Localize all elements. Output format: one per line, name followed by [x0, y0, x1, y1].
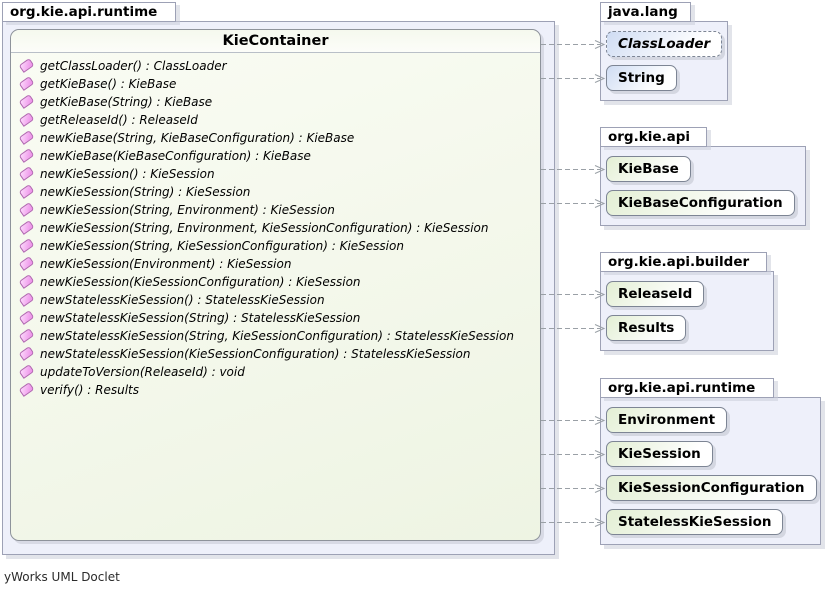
- method-row[interactable]: newKieSession() : KieSession: [18, 165, 540, 183]
- method-icon: [18, 327, 35, 343]
- method-icon: [18, 165, 35, 181]
- method-label: getClassLoader() : ClassLoader: [40, 59, 227, 73]
- method-row[interactable]: updateToVersion(ReleaseId) : void: [18, 363, 540, 381]
- method-row[interactable]: newKieSession(Environment) : KieSession: [18, 255, 540, 273]
- method-icon: [18, 129, 35, 145]
- method-icon: [18, 237, 35, 253]
- method-label: newStatelessKieSession() : StatelessKieS…: [40, 293, 325, 307]
- method-icon: [18, 273, 35, 289]
- method-label: updateToVersion(ReleaseId) : void: [40, 365, 245, 379]
- method-icon: [18, 219, 35, 235]
- method-label: newStatelessKieSession(String, KieSessio…: [40, 329, 514, 343]
- method-list: getClassLoader() : ClassLoader getKieBase…: [11, 53, 540, 399]
- method-row[interactable]: newStatelessKieSession(String) : Statele…: [18, 309, 540, 327]
- method-row[interactable]: newKieSession(KieSessionConfiguration) :…: [18, 273, 540, 291]
- class-node-kiesessionconfiguration[interactable]: KieSessionConfiguration: [606, 475, 817, 501]
- class-node-results[interactable]: Results: [606, 315, 687, 341]
- class-node-kiesession[interactable]: KieSession: [606, 441, 713, 467]
- method-row[interactable]: newKieBase(KieBaseConfiguration) : KieBa…: [18, 147, 540, 165]
- method-icon: [18, 381, 35, 397]
- package-body-main: KieContainer getClassLoader() : ClassLoa…: [2, 21, 555, 555]
- class-node-kiebaseconfiguration[interactable]: KieBaseConfiguration: [606, 190, 795, 216]
- method-label: newKieSession(String) : KieSession: [40, 185, 251, 199]
- method-row[interactable]: newStatelessKieSession(String, KieSessio…: [18, 327, 540, 345]
- method-row[interactable]: newStatelessKieSession() : StatelessKieS…: [18, 291, 540, 309]
- method-label: newKieSession(Environment) : KieSession: [40, 257, 292, 271]
- package-main: org.kie.api.runtime KieContainer getClas…: [2, 2, 555, 555]
- method-row[interactable]: getReleaseId() : ReleaseId: [18, 111, 540, 129]
- method-label: verify() : Results: [40, 383, 139, 397]
- package-tab: org.kie.api.builder: [600, 252, 767, 272]
- method-label: getKieBase() : KieBase: [40, 77, 177, 91]
- method-row[interactable]: getKieBase(String) : KieBase: [18, 93, 540, 111]
- package-tab: java.lang: [600, 2, 691, 22]
- class-node-statelesskiesession[interactable]: StatelessKieSession: [606, 509, 784, 535]
- method-label: newKieSession(String, KieSessionConfigur…: [40, 239, 404, 253]
- method-row[interactable]: getKieBase() : KieBase: [18, 75, 540, 93]
- method-icon: [18, 309, 35, 325]
- method-icon: [18, 147, 35, 163]
- method-row[interactable]: newKieSession(String, Environment, KieSe…: [18, 219, 540, 237]
- method-icon: [18, 57, 35, 73]
- class-node-kiebase[interactable]: KieBase: [606, 156, 691, 182]
- method-label: newKieBase(String, KieBaseConfiguration)…: [40, 131, 355, 145]
- method-icon: [18, 201, 35, 217]
- method-label: getReleaseId() : ReleaseId: [40, 113, 198, 127]
- method-icon: [18, 291, 35, 307]
- method-icon: [18, 255, 35, 271]
- method-label: newStatelessKieSession(String) : Statele…: [40, 311, 361, 325]
- class-node-releaseid[interactable]: ReleaseId: [606, 281, 705, 307]
- class-title: KieContainer: [11, 30, 540, 53]
- package-tab: org.kie.api: [600, 127, 707, 147]
- method-row[interactable]: newKieSession(String) : KieSession: [18, 183, 540, 201]
- method-row[interactable]: newStatelessKieSession(KieSessionConfigu…: [18, 345, 540, 363]
- package-tab-main: org.kie.api.runtime: [2, 2, 176, 22]
- method-row[interactable]: getClassLoader() : ClassLoader: [18, 57, 540, 75]
- class-box-kiecontainer: KieContainer getClassLoader() : ClassLoa…: [10, 29, 541, 541]
- method-label: newKieSession() : KieSession: [40, 167, 215, 181]
- method-row[interactable]: newKieBase(String, KieBaseConfiguration)…: [18, 129, 540, 147]
- method-row[interactable]: newKieSession(String, Environment) : Kie…: [18, 201, 540, 219]
- class-node-classloader[interactable]: ClassLoader: [606, 31, 723, 57]
- footer-caption: yWorks UML Doclet: [4, 570, 120, 584]
- method-row[interactable]: newKieSession(String, KieSessionConfigur…: [18, 237, 540, 255]
- method-label: newKieSession(KieSessionConfiguration) :…: [40, 275, 361, 289]
- method-icon: [18, 111, 35, 127]
- method-icon: [18, 75, 35, 91]
- method-icon: [18, 93, 35, 109]
- method-label: newKieBase(KieBaseConfiguration) : KieBa…: [40, 149, 311, 163]
- class-node-string[interactable]: String: [606, 65, 677, 91]
- method-label: newKieSession(String, Environment) : Kie…: [40, 203, 335, 217]
- method-icon: [18, 183, 35, 199]
- class-node-environment[interactable]: Environment: [606, 407, 728, 433]
- method-icon: [18, 363, 35, 379]
- method-label: newKieSession(String, Environment, KieSe…: [40, 221, 489, 235]
- method-row[interactable]: verify() : Results: [18, 381, 540, 399]
- method-label: getKieBase(String) : KieBase: [40, 95, 213, 109]
- method-icon: [18, 345, 35, 361]
- package-tab: org.kie.api.runtime: [600, 378, 774, 398]
- method-label: newStatelessKieSession(KieSessionConfigu…: [40, 347, 471, 361]
